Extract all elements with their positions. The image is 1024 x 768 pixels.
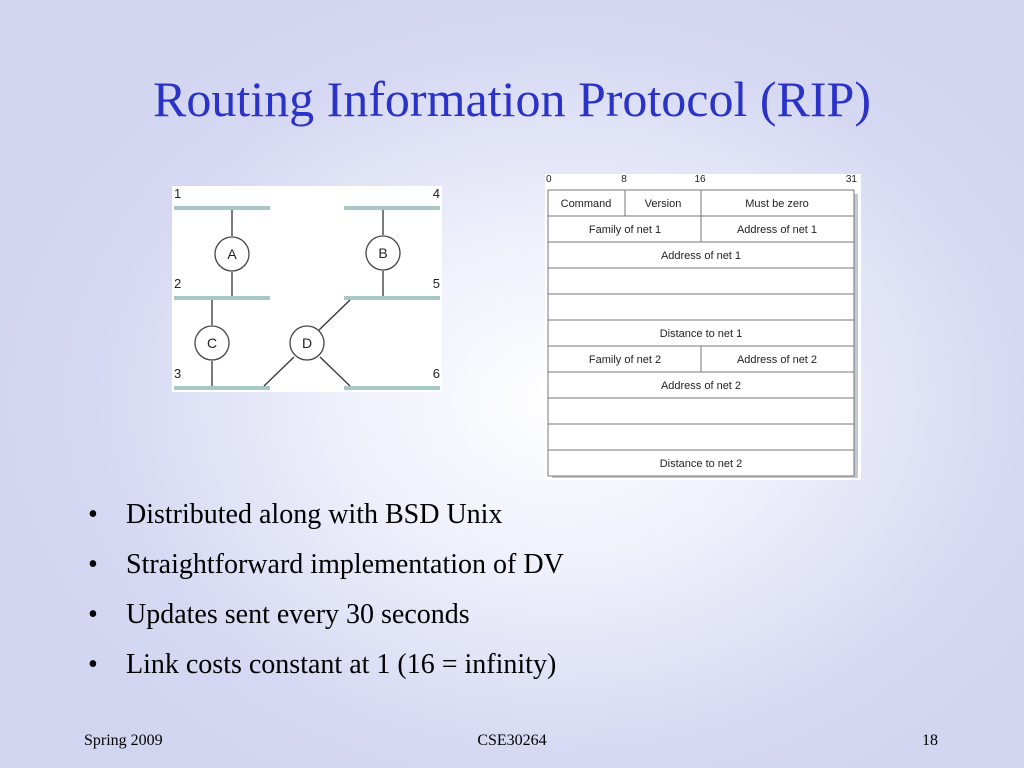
footer-date: Spring 2009: [84, 732, 163, 749]
net-label-1: 1: [174, 186, 181, 201]
router-a-label: A: [227, 246, 237, 262]
net-labels: 1 2 3 4 5 6: [174, 186, 440, 381]
router-links: [211, 210, 384, 387]
bullet-text: Distributed along with BSD Unix: [126, 499, 503, 530]
router-b-label: B: [378, 245, 387, 261]
router-b-node: [365, 235, 401, 271]
net-label-5: 5: [433, 276, 440, 291]
field-command: Command: [561, 198, 612, 210]
bullet-text: Straightforward implementation of DV: [126, 549, 564, 580]
field-distance-net1: Distance to net 1: [660, 328, 743, 340]
router-c-node: [194, 325, 230, 361]
field-distance-net2: Distance to net 2: [660, 458, 743, 470]
field-version: Version: [645, 198, 682, 210]
bullet-text: Link costs constant at 1 (16 = infinity): [126, 649, 557, 680]
field-address-net2: Address of net 2: [661, 380, 741, 392]
network-segments: [174, 206, 440, 390]
link-d-net6: [319, 356, 351, 387]
bit-label-16: 16: [694, 174, 706, 185]
packet-row-lines: [548, 190, 854, 451]
net-label-6: 6: [433, 366, 440, 381]
bullet-dot: •: [88, 549, 98, 580]
net-label-4: 4: [433, 186, 440, 201]
link-d-net5: [318, 299, 351, 331]
rip-packet-svg: 0 8 16 31 Command Vers: [546, 174, 858, 478]
bullet-item: • Straightforward implementation of DV: [88, 540, 564, 590]
net-label-2: 2: [174, 276, 181, 291]
field-must-be-zero: Must be zero: [745, 198, 809, 210]
field-address-net2-short: Address of net 2: [737, 354, 817, 366]
bullet-item: • Link costs constant at 1 (16 = infinity…: [88, 640, 564, 690]
field-family-net2: Family of net 2: [589, 354, 661, 366]
network-diagram-svg: A B C D 1 2 3 4 5 6: [174, 186, 440, 390]
bit-label-8: 8: [621, 174, 627, 185]
router-a-node: [214, 236, 250, 272]
slide-title: Routing Information Protocol (RIP): [153, 71, 871, 127]
bullet-text: Updates sent every 30 seconds: [126, 599, 470, 630]
bit-label-31: 31: [846, 174, 858, 185]
router-c-label: C: [207, 335, 217, 351]
bit-label-0: 0: [546, 174, 552, 185]
bullet-list: • Distributed along with BSD Unix • Straig…: [88, 490, 564, 690]
bullet-dot: •: [88, 499, 98, 530]
field-address-net1: Address of net 1: [661, 250, 741, 262]
bit-labels: 0 8 16 31: [546, 174, 857, 185]
packet-field-labels: Command Version Must be zero Family of n…: [561, 198, 817, 470]
bullet-item: • Updates sent every 30 seconds: [88, 590, 564, 640]
footer-page-number: 18: [922, 732, 938, 749]
router-d-node: [289, 325, 325, 361]
bullet-dot: •: [88, 599, 98, 630]
net-label-3: 3: [174, 366, 181, 381]
rip-packet-format: 0 8 16 31 Command Vers: [545, 174, 861, 480]
field-address-net1-short: Address of net 1: [737, 224, 817, 236]
field-family-net1: Family of net 1: [589, 224, 661, 236]
link-d-net3: [263, 356, 295, 387]
router-d-label: D: [302, 335, 312, 351]
bullet-item: • Distributed along with BSD Unix: [88, 490, 564, 540]
footer-course: CSE30264: [477, 732, 547, 749]
bullet-dot: •: [88, 649, 98, 680]
network-diagram: A B C D 1 2 3 4 5 6: [172, 186, 442, 392]
routers: A B C D: [194, 235, 401, 361]
